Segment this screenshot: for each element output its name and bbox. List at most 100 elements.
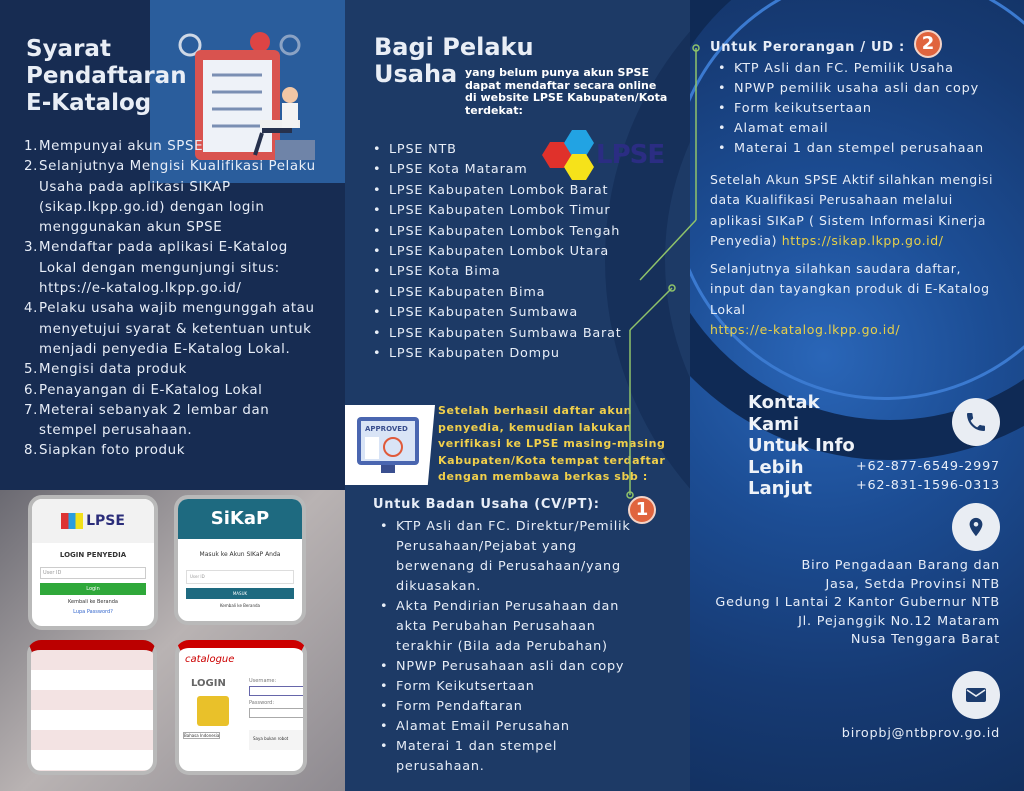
list-item: LPSE Kabupaten Lombok Tengah xyxy=(373,222,622,242)
list-item: Form Pendaftaran xyxy=(380,697,650,717)
list-item: KTP Asli dan FC. Direktur/Pemilik Perusa… xyxy=(380,517,650,597)
title-line: E-Katalog xyxy=(26,90,152,116)
password-label: Password: xyxy=(249,700,275,706)
product-list-screenshot xyxy=(27,640,157,775)
step-item: 1.Mempunyai akun SPSE xyxy=(24,137,324,157)
title-line: Lanjut xyxy=(748,478,813,499)
list-item: LPSE Kabupaten Dompu xyxy=(373,344,622,364)
ekatalog-link[interactable]: https://e-katalog.lkpp.go.id/ xyxy=(710,321,901,337)
phone-icon xyxy=(952,398,1000,446)
sikap-paragraph: Setelah Akun SPSE Aktif silahkan mengisi… xyxy=(710,170,1000,251)
step-text: Penayangan di E-Katalog Lokal xyxy=(39,382,263,398)
address: Biro Pengadaan Barang dan Jasa, Setda Pr… xyxy=(715,557,1000,650)
list-item: Materai 1 dan stempel perusahaan. xyxy=(380,737,650,777)
email-icon xyxy=(952,671,1000,719)
list-item: NPWP Perusahaan asli dan copy xyxy=(380,657,650,677)
lpse-login-screenshot: LPSE LOGIN PENYEDIA User ID Login Kembal… xyxy=(28,495,158,630)
step-item: 7.Meterai sebanyak 2 lembar dan stempel … xyxy=(24,401,324,442)
address-line: Biro Pengadaan Barang dan xyxy=(801,558,1000,573)
list-item: LPSE Kabupaten Lombok Timur xyxy=(373,201,622,221)
list-item: Akta Pendirian Perusahaan dan akta Perub… xyxy=(380,597,650,657)
list-item: Form Keikutsertaan xyxy=(380,677,650,697)
ecat-login-label: LOGIN xyxy=(191,678,226,689)
ekatalog-paragraph: Selanjutnya silahkan saudara daftar, inp… xyxy=(710,259,1000,340)
approved-illustration: APPROVED xyxy=(345,405,435,485)
list-item: LPSE Kabupaten Bima xyxy=(373,283,622,303)
phone-number[interactable]: +62-831-1596-0313 xyxy=(855,477,1000,493)
list-item: LPSE Kabupaten Sumbawa Barat xyxy=(373,324,622,344)
list-item: Alamat Email Perusahan xyxy=(380,717,650,737)
step-number: 6. xyxy=(24,382,38,398)
sikap-text: Setelah Akun SPSE Aktif silahkan mengisi… xyxy=(710,172,994,248)
perorangan-list: KTP Asli dan FC. Pemilik UsahaNPWP pemil… xyxy=(718,59,984,159)
address-line: Gedung I Lantai 2 Kantor Gubernur NTB xyxy=(715,595,1000,610)
list-item: Form keikutsertaan xyxy=(718,99,984,119)
step-number: 8. xyxy=(24,443,38,459)
step-item: 3.Mendaftar pada aplikasi E-Katalog Loka… xyxy=(24,238,324,299)
step-number: 4. xyxy=(24,301,38,317)
address-line: Jl. Pejanggik No.12 Mataram xyxy=(798,613,1000,629)
title-line: Kontak xyxy=(748,392,820,413)
user-id-input: User ID xyxy=(40,567,146,579)
sikap-logo: SiKaP xyxy=(178,499,302,539)
step-number: 3. xyxy=(24,240,38,256)
sikap-masuk-button: MASUK xyxy=(186,588,294,599)
step-number: 7. xyxy=(24,402,38,418)
approved-label: APPROVED xyxy=(365,425,408,433)
location-pin-icon xyxy=(952,503,1000,551)
step-item: 2.Selanjutnya Mengisi Kualifikasi Pelaku… xyxy=(24,157,324,238)
ecatalogue-logo: catalogue xyxy=(185,654,235,665)
step-number: 2. xyxy=(24,159,38,175)
lpse-list: LPSE NTBLPSE Kota MataramLPSE Kabupaten … xyxy=(373,140,622,364)
sikap-login-screenshot: SiKaP Masuk ke Akun SIKaP Anda User ID M… xyxy=(174,495,306,625)
padlock-icon xyxy=(197,696,229,726)
step-item: 4.Pelaku usaha wajib mengunggah atau men… xyxy=(24,299,324,360)
list-item: KTP Asli dan FC. Pemilik Usaha xyxy=(718,59,984,79)
perorangan-title: Untuk Perorangan / UD : xyxy=(710,40,905,55)
language-select: Bahasa Indonesia xyxy=(183,732,221,739)
step-2-badge: 2 xyxy=(914,30,942,58)
sikap-user-input: User ID xyxy=(186,570,294,584)
step-text: Mengisi data produk xyxy=(39,362,187,378)
list-item: LPSE Kota Bima xyxy=(373,262,622,282)
sikap-title: Masuk ke Akun SIKaP Anda xyxy=(199,551,281,558)
title-line: Syarat xyxy=(26,36,111,62)
list-item: LPSE Kabupaten Sumbawa xyxy=(373,303,622,323)
sikap-link[interactable]: https://sikap.lkpp.go.id/ xyxy=(781,232,944,248)
address-line: Nusa Tenggara Barat xyxy=(850,632,1000,647)
step-item: 5.Mengisi data produk xyxy=(24,360,324,380)
title-line: Pendaftaran xyxy=(26,63,187,89)
verification-instructions: Setelah berhasil daftar akun penyedia, k… xyxy=(438,404,666,483)
step-text: Pelaku usaha wajib mengunggah atau menye… xyxy=(39,301,315,357)
lpse-logo-text: LPSE xyxy=(86,513,125,529)
username-label: Username: xyxy=(249,678,277,684)
badan-usaha-list: KTP Asli dan FC. Direktur/Pemilik Perusa… xyxy=(380,517,650,777)
page-title: Syarat Pendaftaran E-Katalog xyxy=(26,36,187,117)
lpse-logo-icon xyxy=(61,513,84,529)
step-text: Siapkan foto produk xyxy=(39,443,186,459)
list-item: LPSE NTB xyxy=(373,140,622,160)
login-title: LOGIN PENYEDIA xyxy=(59,551,127,559)
contact-title: Kontak Kami Untuk Info Lebih Lanjut xyxy=(748,392,855,500)
badan-usaha-title: Untuk Badan Usaha (CV/PT): xyxy=(373,497,600,512)
timeline-connector xyxy=(626,44,700,499)
list-item: Alamat email xyxy=(718,119,984,139)
phone-number[interactable]: +62-877-6549-2997 xyxy=(855,459,1000,474)
step-text: Selanjutnya Mengisi Kualifikasi Pelaku U… xyxy=(39,159,316,236)
title-line: Bagi Pelaku xyxy=(374,33,534,61)
pelaku-usaha-subtitle: yang belum punya akun SPSE dapat mendaft… xyxy=(465,66,668,117)
ekatalog-text: Selanjutnya silahkan saudara daftar, inp… xyxy=(710,261,990,317)
step-text: Mempunyai akun SPSE xyxy=(39,139,204,154)
forgot-link: Lupa Password? xyxy=(73,609,113,615)
title-line: Usaha xyxy=(374,60,458,88)
captcha-checkbox: Saya bukan robot xyxy=(249,730,303,750)
step-item: 8.Siapkan foto produk xyxy=(24,441,324,461)
step-number: 5. xyxy=(24,362,38,378)
step-text: Meterai sebanyak 2 lembar dan stempel pe… xyxy=(39,402,270,439)
step-item: 6.Penayangan di E-Katalog Lokal xyxy=(24,381,324,401)
list-item: LPSE Kabupaten Lombok Barat xyxy=(373,181,622,201)
email-address[interactable]: biropbj@ntbprov.go.id xyxy=(841,726,1000,741)
title-line: Kami xyxy=(748,413,800,435)
pelaku-usaha-title: Bagi Pelaku Usaha xyxy=(374,34,534,88)
title-line: Untuk Info xyxy=(748,435,855,456)
